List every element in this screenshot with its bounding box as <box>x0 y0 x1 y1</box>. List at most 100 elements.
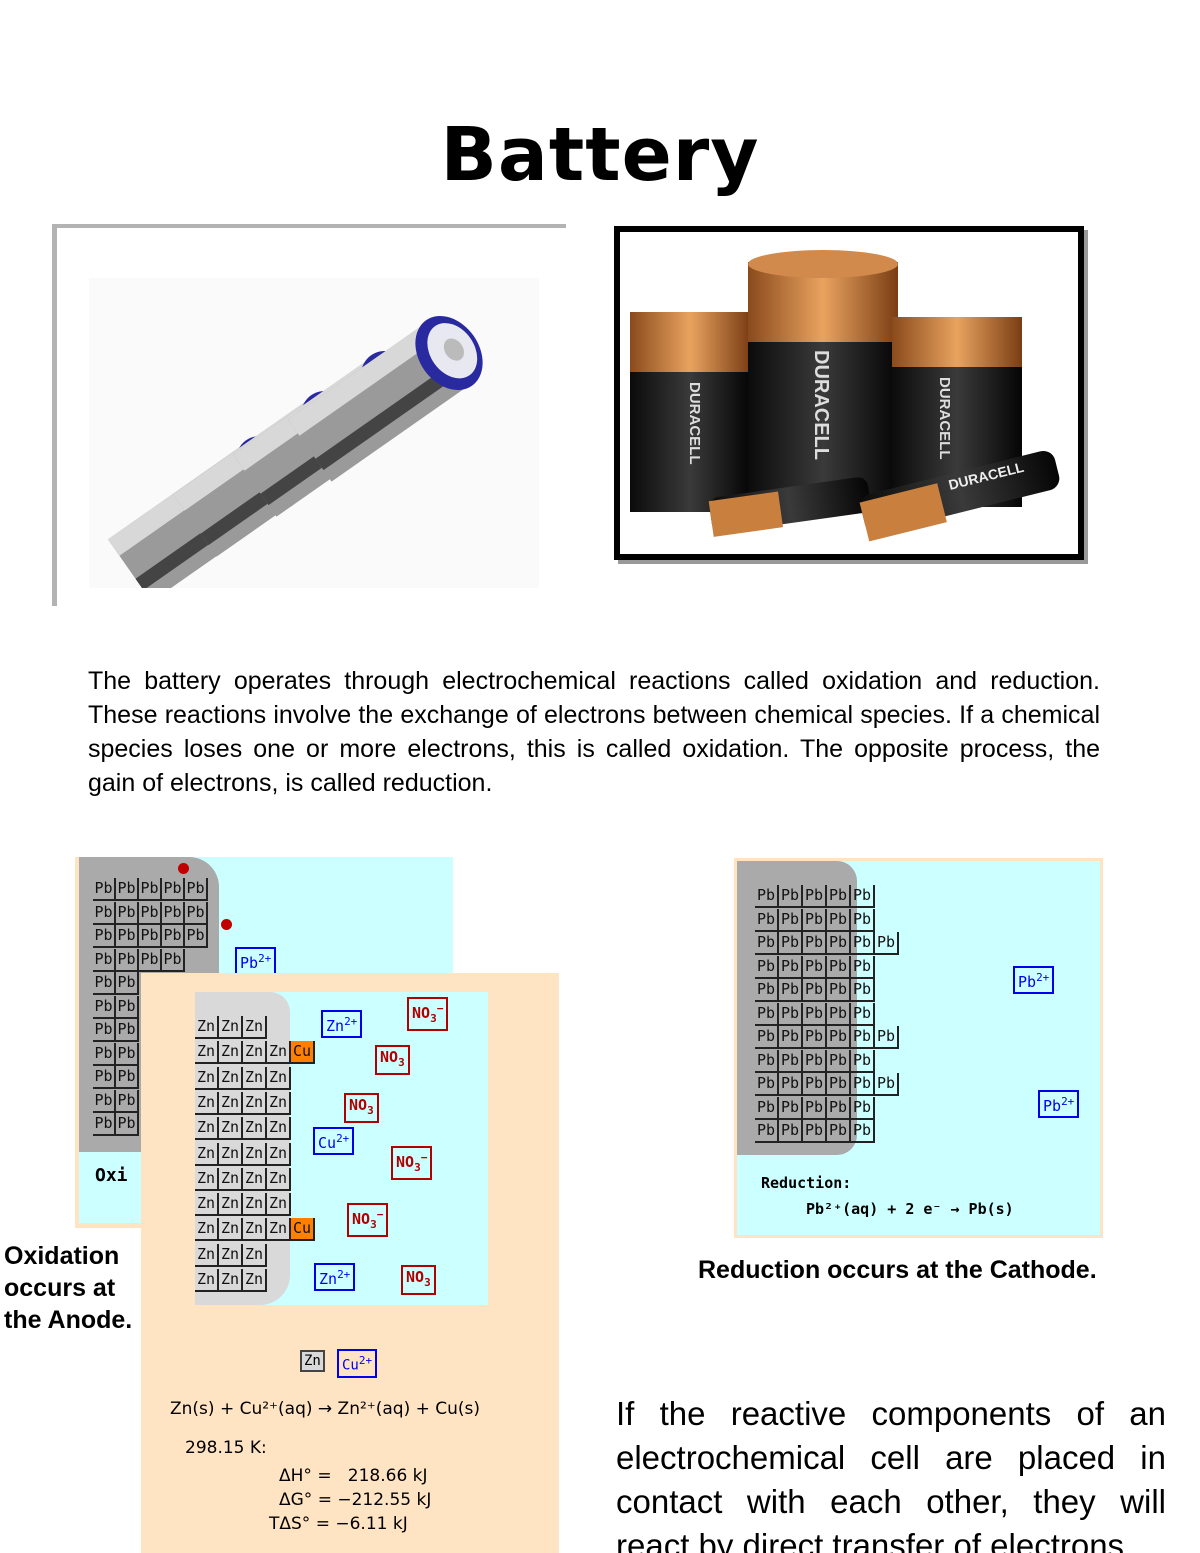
lattice-cell: Pb <box>827 1049 851 1073</box>
lattice-cell: Pb <box>755 1049 779 1073</box>
lattice-cell: Zn <box>219 1091 243 1115</box>
electron-dot <box>221 919 232 930</box>
zinc-legend: Zn <box>300 1350 325 1372</box>
lattice-cell: Zn <box>219 1167 243 1191</box>
lattice-cell: Pb <box>779 1026 803 1049</box>
lattice-cell: Pb <box>851 1073 875 1096</box>
lattice-cell: Pb <box>755 1026 779 1049</box>
lattice-cell: Zn <box>195 1243 219 1267</box>
copper-cell: Cu <box>291 1218 315 1242</box>
lattice-cell: Pb <box>93 1019 116 1042</box>
nitrate-ion-label: NO3 <box>401 1265 436 1295</box>
lattice-cell: Pb <box>827 885 851 908</box>
pb-ion-label: Pb2+ <box>1013 966 1055 994</box>
lattice-cell: Pb <box>803 955 827 979</box>
lattice-cell: Pb <box>851 908 875 932</box>
lattice-cell: Pb <box>851 979 875 1002</box>
gibbs-energy: ΔG° = −212.55 kJ <box>279 1490 432 1510</box>
nitrate-ion-label: NO3 <box>344 1093 379 1123</box>
reduction-equation: Pb²⁺(aq) + 2 e⁻ → Pb(s) <box>806 1200 1014 1218</box>
lattice-cell: Pb <box>803 932 827 955</box>
lattice-cell: Zn <box>195 1142 219 1166</box>
lattice-cell: Pb <box>803 1026 827 1049</box>
lattice-cell: Pb <box>185 925 208 948</box>
lattice-cell: Pb <box>116 1019 139 1042</box>
lattice-cell: Pb <box>827 979 851 1002</box>
lattice-cell: Pb <box>827 1026 851 1049</box>
lattice-cell: Zn <box>243 1091 267 1115</box>
electron-dot <box>178 863 189 874</box>
lattice-cell: Pb <box>779 932 803 955</box>
lattice-cell: Pb <box>93 948 116 972</box>
lattice-cell: Pb <box>779 1073 803 1096</box>
lattice-cell: Pb <box>755 908 779 932</box>
lattice-cell: Pb <box>779 885 803 908</box>
intro-paragraph: The battery operates through electrochem… <box>88 667 1100 797</box>
lattice-cell: Pb <box>93 995 116 1019</box>
lattice-cell: Pb <box>162 925 185 948</box>
brand-label: DURACELL <box>810 350 832 460</box>
lattice-cell: Pb <box>803 979 827 1002</box>
lattice-cell: Zn <box>219 1142 243 1166</box>
lattice-cell: Zn <box>219 1218 243 1242</box>
lattice-cell: Pb <box>162 948 185 972</box>
lattice-cell: Pb <box>93 1089 116 1113</box>
lattice-cell: Pb <box>851 1096 875 1120</box>
lattice-cell: Pb <box>875 1073 899 1096</box>
oxidation-back-label: Oxi <box>95 1165 128 1186</box>
lattice-cell: Zn <box>195 1117 219 1141</box>
lattice-cell: Pb <box>116 972 139 995</box>
lattice-cell: Pb <box>116 901 139 925</box>
lattice-cell: Pb <box>875 1026 899 1049</box>
lattice-cell: Pb <box>851 955 875 979</box>
lattice-cell: Pb <box>779 955 803 979</box>
lattice-cell: Zn <box>195 1193 219 1217</box>
zn-ion-label: Zn2+ <box>321 1010 363 1038</box>
lattice-cell: Pb <box>779 1049 803 1073</box>
lattice-cell: Pb <box>162 878 185 901</box>
cu-ion-label: Cu2+ <box>313 1127 355 1155</box>
lattice-cell: Zn <box>243 1016 267 1039</box>
lattice-cell: Pb <box>116 878 139 901</box>
lattice-cell: Pb <box>139 948 162 972</box>
brand-label: DURACELL <box>686 382 703 465</box>
lattice-cell: Pb <box>851 932 875 955</box>
nitrate-ion-label: NO3− <box>391 1146 433 1180</box>
lattice-cell: Pb <box>93 1042 116 1066</box>
lattice-cell: Zn <box>195 1167 219 1191</box>
lattice-cell: Zn <box>195 1066 219 1090</box>
lattice-cell: Zn <box>195 1091 219 1115</box>
lattice-cell: Zn <box>243 1117 267 1141</box>
aa-battery <box>287 315 483 482</box>
lattice-cell: Zn <box>243 1041 267 1065</box>
lattice-cell: Pb <box>755 955 779 979</box>
lattice-cell: Pb <box>116 995 139 1019</box>
oxidation-caption: Oxidation occurs at the Anode. <box>4 1242 133 1334</box>
lattice-cell: Pb <box>803 1120 827 1143</box>
lattice-cell: Pb <box>93 925 116 948</box>
lattice-cell: Pb <box>803 1049 827 1073</box>
lattice-cell: Pb <box>139 925 162 948</box>
lattice-cell: Pb <box>851 1120 875 1143</box>
lattice-cell: Zn <box>243 1066 267 1090</box>
brand-label: DURACELL <box>936 377 953 460</box>
lattice-cell: Zn <box>243 1142 267 1166</box>
lattice-cell: Pb <box>827 1073 851 1096</box>
lattice-cell: Zn <box>267 1117 291 1141</box>
lattice-cell: Pb <box>803 908 827 932</box>
lattice-cell: Zn <box>243 1243 267 1267</box>
lattice-cell: Zn <box>267 1041 291 1065</box>
lattice-cell: Zn <box>243 1193 267 1217</box>
lattice-cell: Pb <box>93 901 116 925</box>
duracell-batteries-photo: DURACELL DURACELL DURACELL DURACELL <box>630 250 1060 542</box>
aa-batteries-photo <box>89 278 539 588</box>
lattice-cell: Zn <box>243 1269 267 1292</box>
lattice-cell: Pb <box>779 908 803 932</box>
lattice-cell: Pb <box>827 908 851 932</box>
entropy-term: TΔS° = −6.11 kJ <box>269 1514 408 1534</box>
lattice-cell: Pb <box>116 948 139 972</box>
lattice-cell: Pb <box>755 1120 779 1143</box>
lattice-cell: Pb <box>162 901 185 925</box>
lattice-cell: Pb <box>116 1066 139 1089</box>
lattice-cell: Zn <box>195 1269 219 1292</box>
